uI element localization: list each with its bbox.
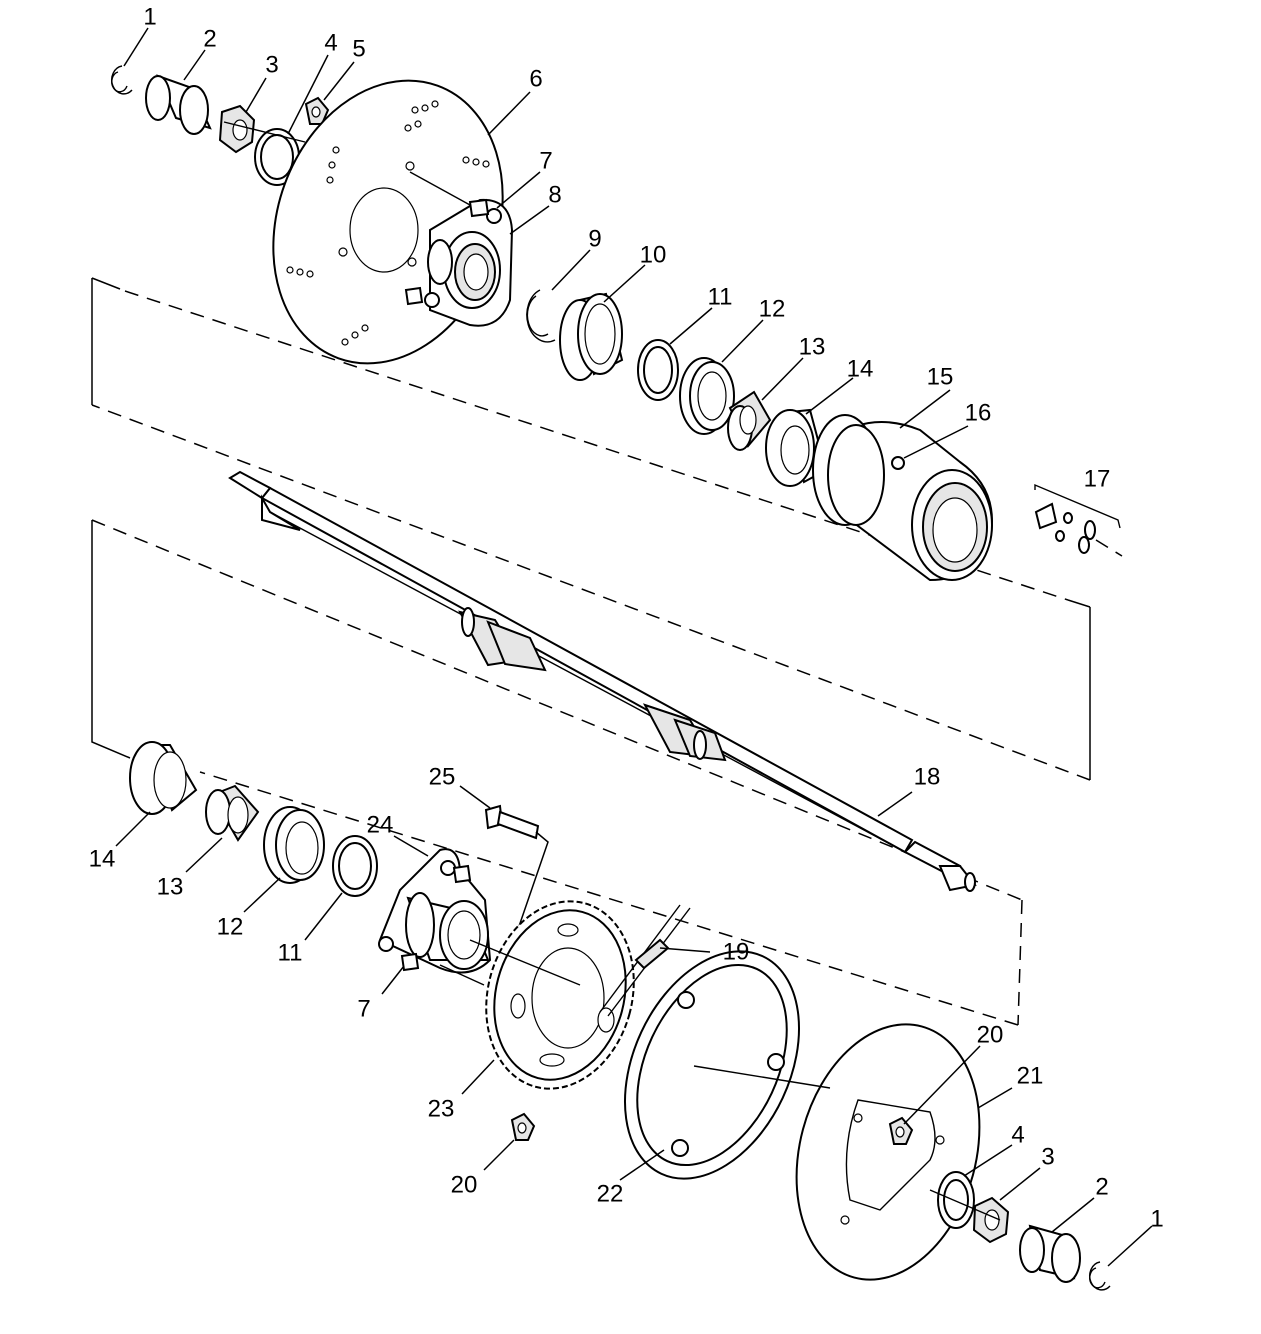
callout-24: 24	[367, 811, 394, 838]
nut-bottom	[972, 1196, 1010, 1244]
callout-14-bottom: 14	[89, 845, 116, 872]
bushing-bottom	[1019, 1224, 1081, 1283]
snap-ring-top	[111, 65, 133, 95]
callout-20-right: 20	[977, 1021, 1004, 1048]
nut-bottom-right	[888, 1116, 914, 1145]
callout-3-bottom: 3	[1041, 1143, 1054, 1170]
callout-13-top: 13	[799, 333, 826, 360]
bushing-top	[145, 74, 212, 135]
disc-holes	[286, 100, 490, 346]
tapered-bearing-13-bottom	[205, 784, 260, 842]
sprocket	[485, 900, 635, 1090]
nut-top	[218, 104, 256, 154]
lower-assembly-guide	[91, 519, 1023, 1026]
grease-fitting	[891, 456, 905, 470]
callout-labels: 1 2 3 4 5 6 7 8 9 10 11 12 13 14 15 16 1…	[89, 3, 1164, 1232]
bolt	[484, 804, 549, 936]
callout-12-bottom: 12	[217, 913, 244, 940]
callout-6: 6	[529, 65, 542, 92]
brake-disc-bottom	[795, 1023, 981, 1281]
snap-ring-bottom	[1089, 1261, 1111, 1291]
callout-15: 15	[927, 363, 954, 390]
chain	[599, 904, 691, 1017]
stud-top	[404, 198, 490, 306]
callout-7-bottom: 7	[357, 995, 370, 1022]
callout-10: 10	[640, 241, 667, 268]
callout-5: 5	[352, 35, 365, 62]
hub-top	[424, 198, 514, 327]
stud-bottom	[400, 864, 472, 972]
callout-16: 16	[965, 399, 992, 426]
callout-4-bottom: 4	[1011, 1121, 1024, 1148]
callout-3-top: 3	[265, 51, 278, 78]
snap-ring-9	[526, 289, 556, 343]
callout-8: 8	[548, 181, 561, 208]
callout-7-top: 7	[539, 147, 552, 174]
callout-2-bottom: 2	[1095, 1173, 1108, 1200]
centerlines	[223, 121, 1001, 1221]
bearing-10	[559, 292, 624, 381]
washer-bottom	[937, 1171, 975, 1229]
callout-11-bottom: 11	[278, 939, 303, 966]
callout-25: 25	[429, 763, 456, 790]
callout-1-bottom: 1	[1150, 1205, 1163, 1232]
nut-small-top	[304, 96, 330, 125]
callout-12-top: 12	[759, 295, 786, 322]
washer-top	[254, 128, 300, 186]
axle-housing	[812, 414, 993, 582]
callout-18: 18	[914, 763, 941, 790]
callout-2-top: 2	[203, 25, 216, 52]
callout-22: 22	[597, 1180, 624, 1207]
callout-11-top: 11	[708, 283, 733, 310]
callout-14-top: 14	[847, 355, 874, 382]
callout-1-top: 1	[143, 3, 156, 30]
hardware-kit	[1034, 483, 1123, 557]
bearing-12-bottom	[263, 806, 325, 884]
callout-20-left: 20	[451, 1171, 478, 1198]
leader-lines	[115, 27, 1153, 1267]
callout-9: 9	[588, 225, 601, 252]
callout-13-bottom: 13	[157, 873, 184, 900]
upper-assembly-guide	[91, 277, 1091, 781]
tapered-bearing-13-top	[727, 390, 772, 451]
axle	[228, 470, 977, 892]
callout-17: 17	[1084, 465, 1111, 492]
washer-11-top	[637, 339, 679, 401]
bearing-cup-14-bottom	[129, 741, 198, 815]
callout-19: 19	[723, 938, 750, 965]
washer-11-bottom	[332, 835, 378, 897]
sprocket-hub	[378, 848, 492, 974]
callout-23: 23	[428, 1095, 455, 1122]
bearing-12-top	[679, 357, 735, 435]
callout-4-top: 4	[324, 29, 337, 56]
bearing-cup-14-top	[765, 408, 828, 487]
callout-21: 21	[1017, 1062, 1044, 1089]
nut-bottom-left	[510, 1112, 536, 1141]
brake-ring	[623, 950, 801, 1180]
